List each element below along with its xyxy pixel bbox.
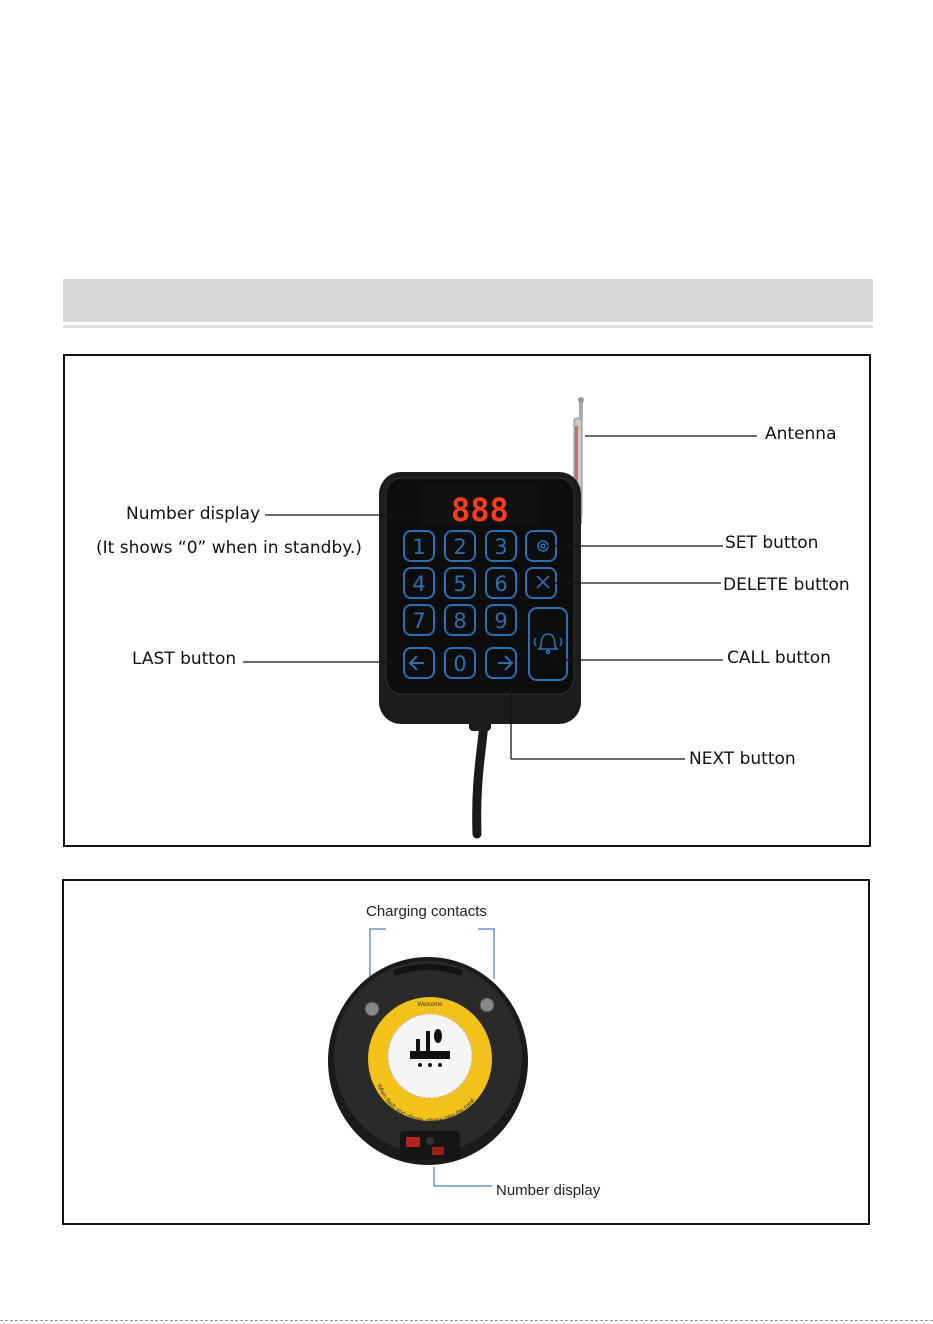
number-display-label: Number display bbox=[126, 504, 260, 524]
pager-illustration: Welcome When flash and vibrate, please t… bbox=[64, 881, 868, 1223]
pager-number-display-label: Number display bbox=[496, 1182, 600, 1199]
display-digits: 888 bbox=[451, 491, 509, 529]
next-button-label: NEXT button bbox=[689, 749, 796, 769]
last-button-label: LAST button bbox=[132, 649, 236, 669]
pager-badge-text: Welcome bbox=[418, 1002, 444, 1008]
keypad-key-label: 4 bbox=[412, 572, 425, 596]
keypad-key-label: 2 bbox=[453, 535, 466, 559]
delete-button-label: DELETE button bbox=[723, 575, 850, 595]
pager-figure: Welcome When flash and vibrate, please t… bbox=[62, 879, 870, 1225]
call-button-label: CALL button bbox=[727, 648, 831, 668]
antenna-label: Antenna bbox=[765, 424, 837, 444]
transmitter-illustration: 888 1 2 3 4 5 6 7 8 9 0 bbox=[65, 356, 869, 845]
section-header-bar bbox=[63, 279, 873, 322]
charging-contacts-label: Charging contacts bbox=[366, 903, 487, 920]
standby-note: (It shows “0” when in standby.) bbox=[96, 538, 362, 558]
set-button-label: SET button bbox=[725, 533, 818, 553]
transmitter-figure: 888 1 2 3 4 5 6 7 8 9 0 bbox=[63, 354, 871, 847]
keypad-key-label: 0 bbox=[453, 652, 466, 676]
keypad-key-label: 9 bbox=[494, 609, 507, 633]
keypad-key-label: 3 bbox=[494, 535, 507, 559]
page-footer-rule bbox=[0, 1320, 933, 1321]
keypad-key-label: 6 bbox=[494, 572, 507, 596]
section-divider bbox=[63, 325, 873, 328]
keypad-key-label: 8 bbox=[453, 609, 466, 633]
keypad-key-label: 1 bbox=[412, 535, 425, 559]
keypad-key-label: 5 bbox=[453, 572, 466, 596]
keypad-key-label: 7 bbox=[412, 609, 425, 633]
